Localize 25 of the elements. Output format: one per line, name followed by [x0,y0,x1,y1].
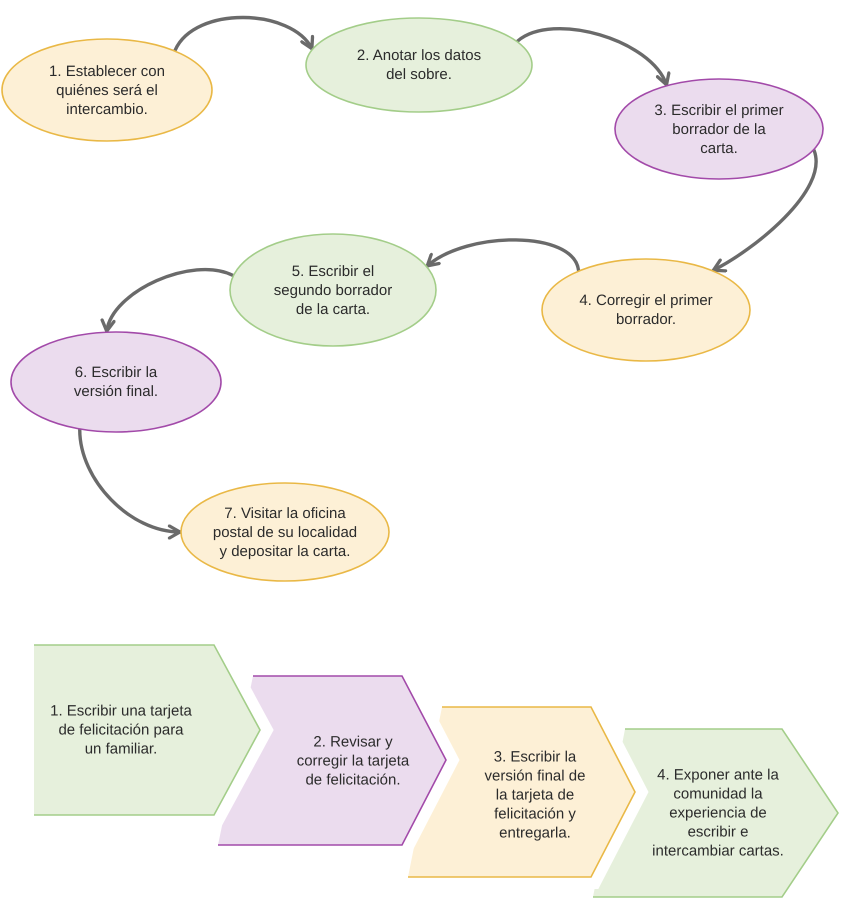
curved-arrow [712,148,818,272]
step-text: 4. Corregir el primer borrador. [578,291,714,329]
step-text: 6. Escribir la versión final. [72,363,160,401]
step-text: 3. Escribir el primer borrador de la carta. [653,100,785,158]
step-ellipse [10,331,222,433]
curved-arrow [173,16,314,52]
step-text: 2. Revisar y corregir la tarjeta de felicitación. [296,732,410,790]
step-ellipse [614,78,824,180]
step-ellipse [541,258,751,362]
step-ellipse [1,38,213,142]
curved-arrow [102,268,234,333]
step-pentagon [593,729,838,897]
step-text: 5. Escribir el segundo borrador de la carta. [272,262,394,318]
curved-arrow [516,27,669,87]
step-text: 7. Visitar la oficina postal de su localidad y depositar la carta. [212,504,358,560]
curved-arrow [426,238,580,272]
step-text: 2. Anotar los datos del sobre. [356,46,482,84]
step-ellipse [229,233,437,347]
step-text: 1. Escribir una tarjeta de felicitación para un familiar. [49,702,193,758]
step-text: 3. Escribir la versión final de la tarjeta de felicitación y entregarla. [484,748,586,842]
step-ellipse [305,17,533,113]
step-ellipse [180,482,390,582]
step-text: 4. Exponer ante la comunidad la experiencia de escribir e intercambiar cartas. [651,766,785,860]
curved-arrow [78,428,182,539]
step-text: 1. Establecer con quiénes será el intercambio. [48,62,166,118]
